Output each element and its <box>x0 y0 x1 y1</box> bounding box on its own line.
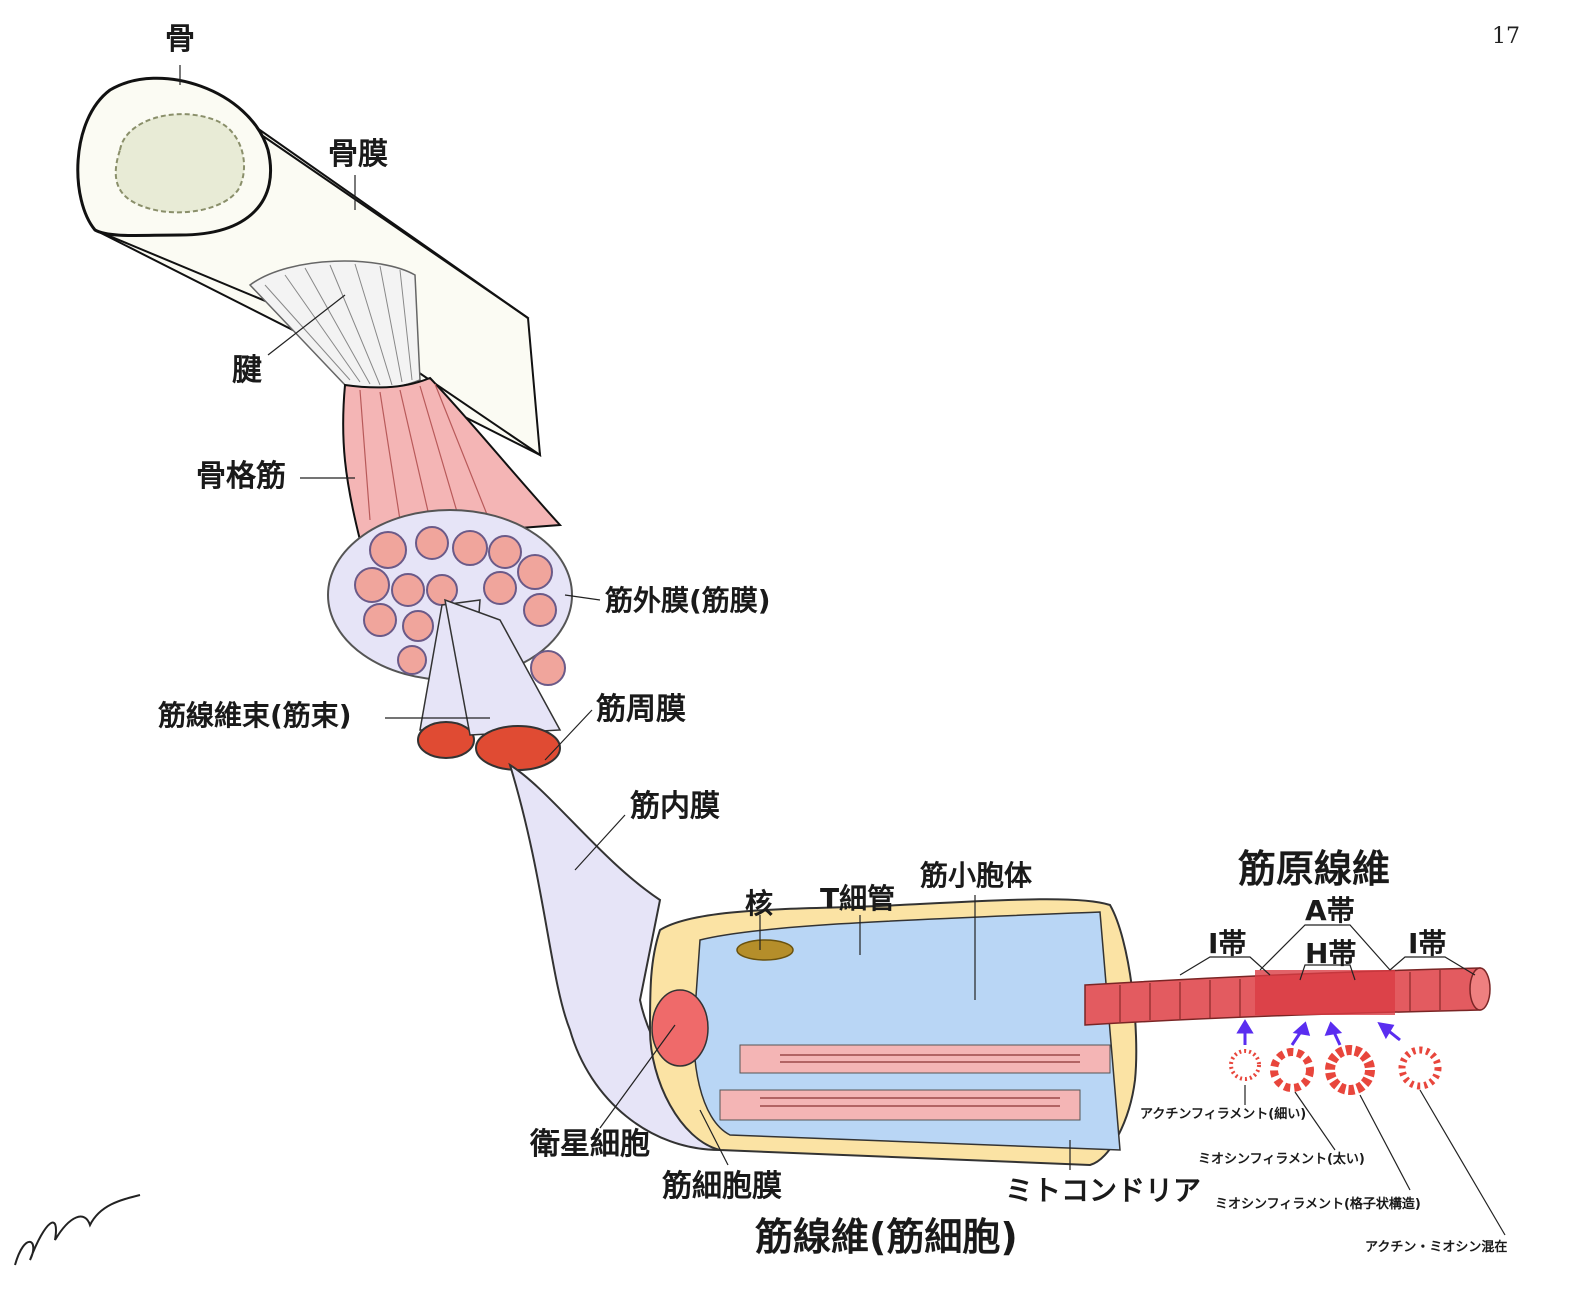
label-epimysium: 筋外膜(筋膜) <box>605 584 771 617</box>
actin-cross-section <box>1229 1049 1261 1081</box>
label-actin-filament: アクチンフィラメント(細い) <box>1140 1107 1307 1122</box>
label-sarcoplasmic-reticulum: 筋小胞体 <box>920 859 1033 892</box>
blue-arrows <box>1236 1019 1401 1046</box>
muscle-fiber <box>508 762 1138 1167</box>
label-h-band: H帯 <box>1305 937 1357 970</box>
label-myofibril: 筋原線維 <box>1238 847 1391 891</box>
label-nucleus: 核 <box>745 887 774 920</box>
label-myosin-lattice: ミオシンフィラメント(格子状構造) <box>1215 1197 1421 1212</box>
page-number: 17 <box>1492 24 1520 49</box>
label-muscle-fiber: 筋線維(筋細胞) <box>755 1215 1018 1259</box>
myofibril <box>1084 967 1491 1026</box>
bone-cross-section <box>76 76 273 238</box>
label-i-band-right: I帯 <box>1408 927 1447 960</box>
label-endomysium: 筋内膜 <box>630 789 720 824</box>
mixed-cross-section <box>1398 1046 1442 1090</box>
leader-lines <box>179 65 1506 1236</box>
label-sarcolemma: 筋細胞膜 <box>662 1169 782 1204</box>
signature-mark <box>14 1194 141 1266</box>
filament-cross-sections <box>1229 1045 1442 1095</box>
label-fascicle: 筋線維束(筋束) <box>158 699 352 732</box>
myosin-cross-section <box>1270 1048 1314 1092</box>
label-i-band-left: I帯 <box>1208 927 1247 960</box>
skeletal-muscle <box>342 376 563 542</box>
label-a-band: A帯 <box>1305 894 1355 927</box>
label-t-tubule: T細管 <box>820 882 896 915</box>
tendon <box>248 260 421 390</box>
label-periosteum: 骨膜 <box>328 137 388 172</box>
muscle-cross-section <box>327 509 573 686</box>
label-perimysium: 筋周膜 <box>596 692 686 727</box>
label-myosin-filament: ミオシンフィラメント(太い) <box>1198 1152 1365 1167</box>
label-tendon: 腱 <box>232 353 262 388</box>
label-mitochondria: ミトコンドリア <box>1005 1174 1202 1207</box>
lattice-cross-section <box>1325 1045 1375 1095</box>
fascicles <box>417 598 562 771</box>
label-satellite-cell: 衛星細胞 <box>530 1127 650 1162</box>
label-skeletal-muscle: 骨格筋 <box>196 459 286 494</box>
label-actin-myosin-mix: アクチン・ミオシン混在 <box>1365 1240 1508 1255</box>
label-bone: 骨 <box>165 22 195 57</box>
